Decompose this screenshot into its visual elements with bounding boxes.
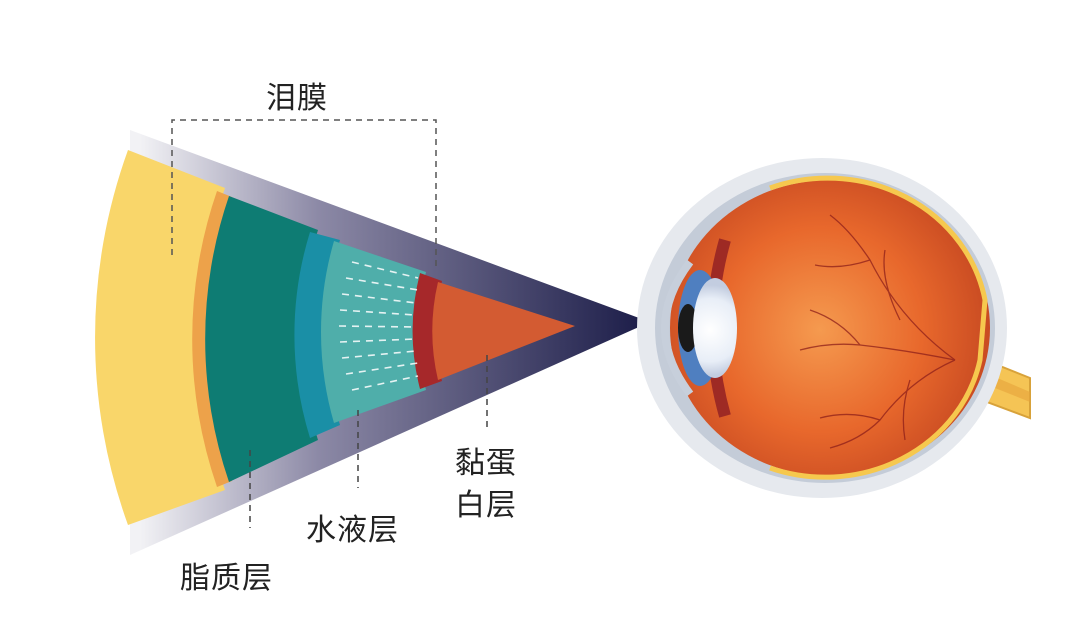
- layer-bands: [95, 150, 575, 525]
- tear-film-label: 泪膜: [266, 81, 328, 116]
- mucin-label-line2: 白层: [455, 488, 517, 523]
- retina-rim: [769, 175, 988, 480]
- lipid-layer: [95, 150, 225, 525]
- mucin-layer: [432, 282, 575, 380]
- cornea: [661, 259, 694, 397]
- mucin-label-line1: 黏蛋: [455, 446, 517, 481]
- lipid-layer-edge: [192, 191, 232, 487]
- lipid-layer-label: 脂质层: [180, 561, 273, 596]
- eyeball: [670, 180, 990, 476]
- tear-film-bracket: [171, 119, 437, 268]
- mucin-layer-label: 黏蛋 白层: [455, 443, 517, 527]
- blood-vessels: [799, 214, 956, 449]
- aqueous-dashes: [338, 261, 419, 391]
- aqueous-layer-label: 水液层: [306, 513, 399, 548]
- leader-lines: [249, 355, 488, 528]
- eye-cross-section: [637, 158, 1031, 498]
- pupil: [678, 304, 698, 352]
- lens: [693, 278, 737, 378]
- aqueous-outer: [205, 196, 318, 482]
